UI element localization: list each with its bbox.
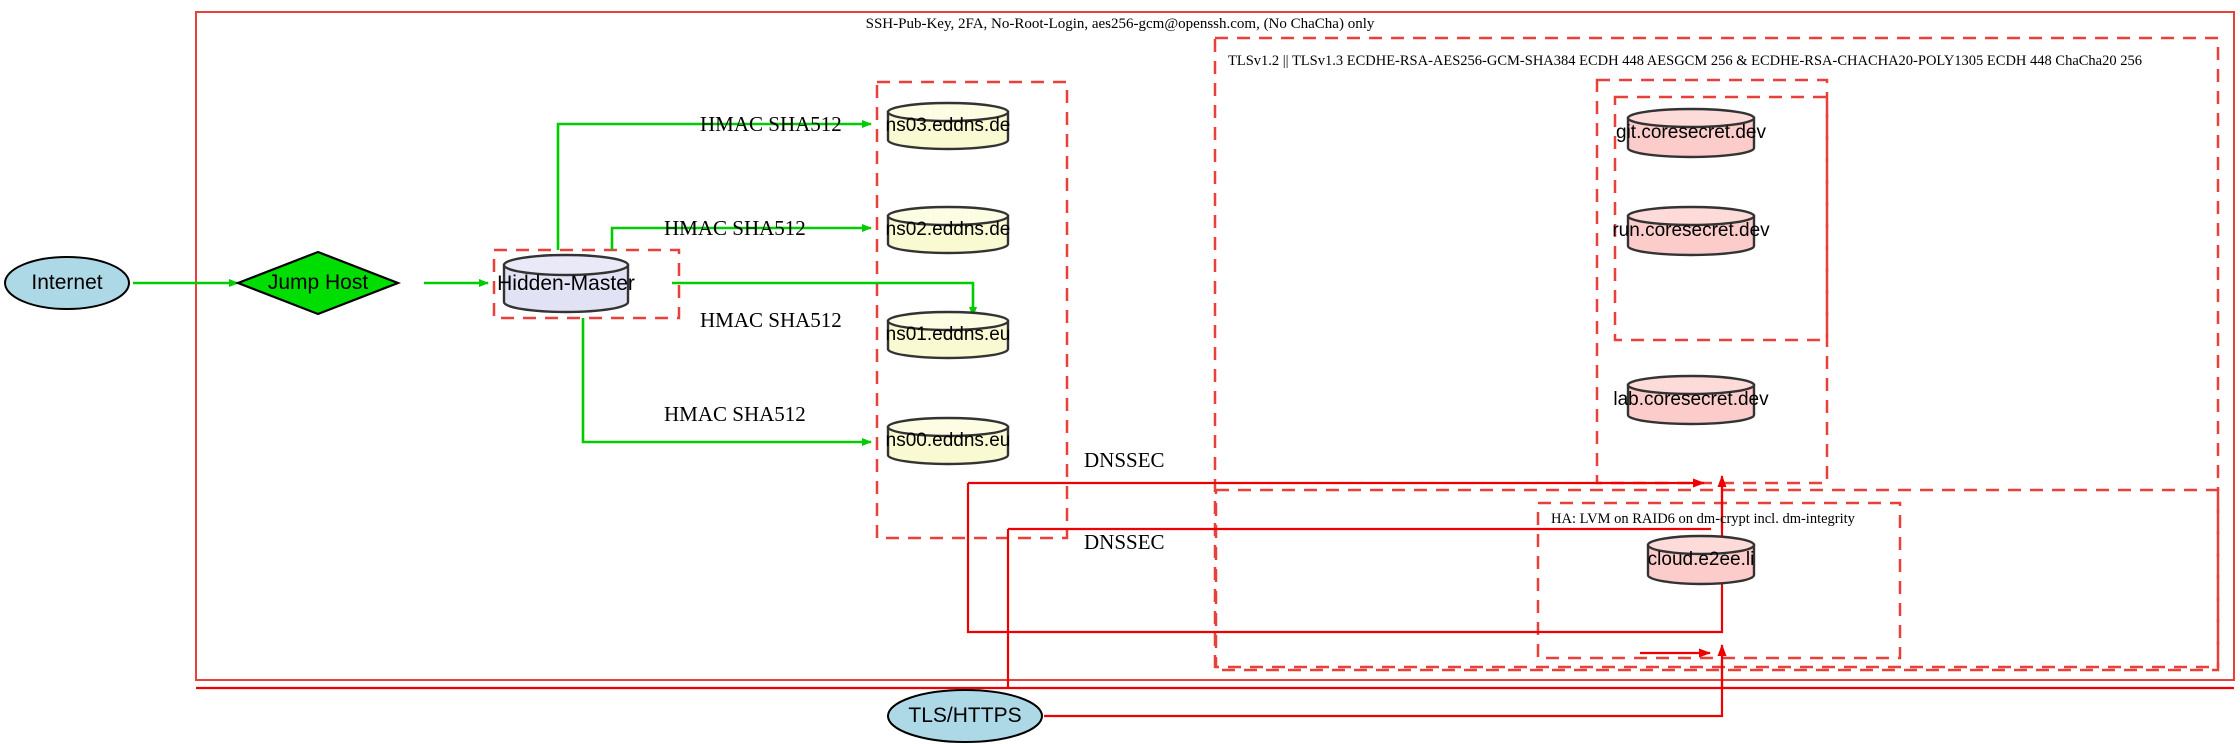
- edge-dnssec-upper: [966, 483, 1724, 634]
- edge-label-hmac-ns02: HMAC SHA512: [664, 216, 806, 240]
- ssh-zone-boundary: [195, 11, 2235, 681]
- ha-zone-boundary: [1536, 501, 1902, 660]
- edge-label-dnssec-upper: DNSSEC: [1084, 448, 1165, 472]
- node-git-coresecret: [1626, 107, 1756, 159]
- edge-master-to-ns03: [556, 120, 872, 250]
- node-cloud-e2ee: [1646, 534, 1756, 586]
- dns-zone-boundary: [875, 80, 1069, 540]
- node-ns02: [886, 205, 1010, 255]
- node-tls-https: [887, 689, 1043, 743]
- edge-label-hmac-ns00: HMAC SHA512: [664, 402, 806, 426]
- node-hidden-master: [502, 253, 630, 314]
- node-lab-coresecret: [1626, 374, 1756, 426]
- hidden-master-zone-boundary: [492, 248, 681, 320]
- node-ns01: [886, 310, 1010, 360]
- node-ns03: [886, 101, 1010, 151]
- edge-master-to-ns01: [672, 281, 977, 317]
- coresecret-zone-boundary: [1595, 78, 1829, 485]
- tls-zone-boundary: [1213, 36, 2220, 672]
- edge-label-dnssec-lower: DNSSEC: [1084, 530, 1165, 554]
- git-run-zone-boundary: [1613, 95, 1829, 342]
- edge-master-to-ns02: [610, 224, 872, 250]
- ssh-banner-label: SSH-Pub-Key, 2FA, No-Root-Login, aes256-…: [865, 16, 1375, 32]
- edge-master-to-ns00: [581, 318, 872, 446]
- service-zone-boundary: [1214, 488, 2220, 669]
- tls-banner-label: TLSv1.2 || TLSv1.3 ECDHE-RSA-AES256-GCM-…: [1228, 53, 2142, 69]
- node-ns00: [886, 416, 1010, 466]
- ha-banner-label: HA: LVM on RAID6 on dm-crypt incl. dm-in…: [1551, 511, 1855, 527]
- node-run-coresecret: [1626, 205, 1756, 257]
- node-jump-host: [234, 250, 402, 316]
- node-internet: [4, 256, 130, 310]
- edge-label-hmac-ns03: HMAC SHA512: [700, 112, 842, 136]
- edge-label-hmac-ns01: HMAC SHA512: [700, 308, 842, 332]
